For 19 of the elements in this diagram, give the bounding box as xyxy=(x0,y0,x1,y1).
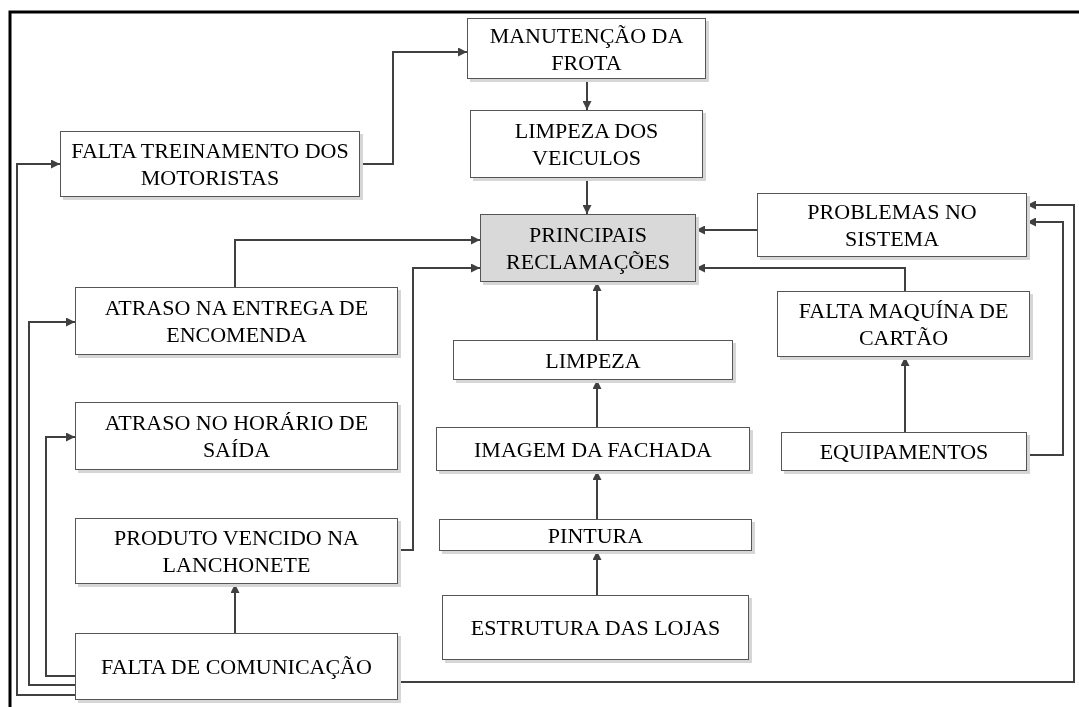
cause-box: ATRASO NO HORÁRIO DE SAÍDA xyxy=(75,402,398,470)
cause-box: IMAGEM DA FACHADA xyxy=(436,427,750,471)
arrow xyxy=(234,235,481,288)
cause-box: PINTURA xyxy=(439,519,752,551)
cause-box: ESTRUTURA DAS LOJAS xyxy=(442,595,749,660)
cause-box: ATRASO NA ENTREGA DE ENCOMENDA xyxy=(75,287,398,355)
cause-box: PROBLEMAS NO SISTEMA xyxy=(757,193,1027,257)
cause-box: FALTA MAQUÍNA DE CARTÃO xyxy=(777,291,1030,357)
cause-box: EQUIPAMENTOS xyxy=(781,432,1027,471)
central-box: PRINCIPAIS RECLAMAÇÕES xyxy=(480,214,696,282)
cause-box: LIMPEZA DOS VEICULOS xyxy=(470,110,703,178)
arrow xyxy=(45,432,76,677)
cause-box: FALTA DE COMUNICAÇÃO xyxy=(75,633,398,700)
cause-box: FALTA TREINAMENTO DOS MOTORISTAS xyxy=(60,131,360,197)
cause-box: LIMPEZA xyxy=(453,340,733,380)
arrow xyxy=(28,317,76,686)
cause-box: PRODUTO VENCIDO NA LANCHONETE xyxy=(75,518,398,584)
cause-box: MANUTENÇÃO DA FROTA xyxy=(467,18,706,79)
arrow xyxy=(16,159,76,696)
